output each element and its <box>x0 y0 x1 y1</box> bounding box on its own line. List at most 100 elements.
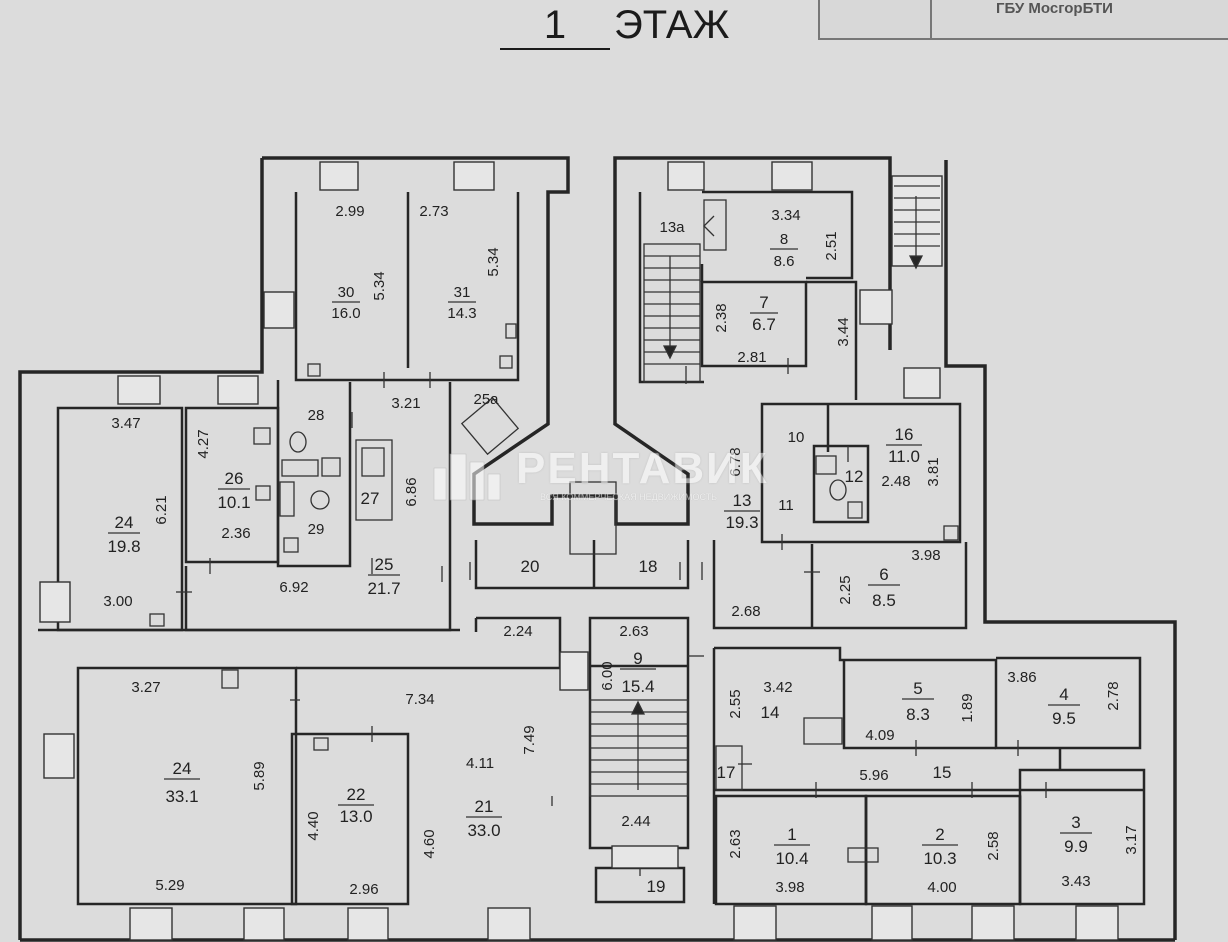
dim: 2.25 <box>837 575 854 604</box>
room-26-area: 10.1 <box>217 493 250 512</box>
room-24-large-area: 33.1 <box>165 787 198 806</box>
dim: 6.21 <box>153 495 170 524</box>
dim: 4.60 <box>421 829 438 858</box>
room-13a-number: 13а <box>659 219 685 236</box>
dim: 2.38 <box>713 303 730 332</box>
watermark-name: РЕНТАВИК <box>516 444 769 493</box>
room-24-number: 24 <box>115 513 134 532</box>
room-6-number: 6 <box>879 565 888 584</box>
room-21-number: 21 <box>475 797 494 816</box>
dim: 3.00 <box>103 593 132 610</box>
windows <box>39 161 1119 941</box>
room-25-number: 25 <box>375 555 394 574</box>
room-16-area: 11.0 <box>888 447 920 466</box>
fixtures <box>149 199 959 863</box>
dim: 5.89 <box>251 761 268 790</box>
room-20-number: 20 <box>521 557 540 576</box>
dim: 4.40 <box>305 811 322 840</box>
room-18-number: 18 <box>639 557 658 576</box>
dim: 2.63 <box>727 829 744 858</box>
dim: 2.68 <box>731 603 760 620</box>
dim: 2.58 <box>985 831 1002 860</box>
dim: 3.86 <box>1007 669 1036 686</box>
room-19-number: 19 <box>647 877 666 896</box>
dim: 2.48 <box>881 473 910 490</box>
room-28-number: 28 <box>308 407 325 424</box>
room-24-area: 19.8 <box>107 537 140 556</box>
room-11-number: 11 <box>778 497 794 514</box>
room-22-number: 22 <box>347 785 366 804</box>
room-9-number: 9 <box>633 649 642 668</box>
building-logo-icon <box>433 453 501 501</box>
dim: 3.21 <box>391 395 420 412</box>
outer-walls <box>18 156 1177 942</box>
room-25a-number: 25а <box>473 391 499 408</box>
dim: 2.63 <box>619 623 648 640</box>
dim: 3.17 <box>1123 825 1140 854</box>
dim: 3.81 <box>925 457 942 486</box>
dim: 5.34 <box>371 271 388 300</box>
dim: 2.73 <box>419 203 448 220</box>
dim: 3.98 <box>775 879 804 896</box>
room-2-number: 2 <box>935 825 944 844</box>
dim: 3.44 <box>835 317 852 346</box>
dim: 5.29 <box>155 877 184 894</box>
dim: 6.78 <box>727 447 744 476</box>
room-1-area: 10.4 <box>775 849 808 868</box>
room-25-area: 21.7 <box>367 579 400 598</box>
dim: 2.36 <box>221 525 250 542</box>
room-1-number: 1 <box>787 825 796 844</box>
dim: 3.27 <box>131 679 160 696</box>
room-31-area: 14.3 <box>447 305 476 322</box>
dim: 1.89 <box>959 693 976 722</box>
room-8-number: 8 <box>780 231 788 248</box>
room-30-number: 30 <box>338 284 355 301</box>
dim: 4.00 <box>927 879 956 896</box>
room-22-area: 13.0 <box>339 807 372 826</box>
room-3-area: 9.9 <box>1064 837 1088 856</box>
dim: 2.55 <box>727 689 744 718</box>
dim: 6.92 <box>279 579 308 596</box>
room-3-number: 3 <box>1071 813 1080 832</box>
dim: 3.98 <box>911 547 940 564</box>
dim: 2.51 <box>823 231 840 260</box>
stamp-org: ГБУ МосгорБТИ <box>996 0 1113 17</box>
room-31-number: 31 <box>454 284 471 301</box>
room-13-area: 19.3 <box>725 513 758 532</box>
room-labels: 30 16.0 31 14.3 8 8.6 7 6.7 13а 28 25а 2… <box>107 219 1092 896</box>
room-10-number: 10 <box>788 429 805 446</box>
stairs <box>569 185 940 797</box>
room-4-area: 9.5 <box>1052 709 1076 728</box>
room-30-area: 16.0 <box>331 305 360 322</box>
dim: 2.78 <box>1105 681 1122 710</box>
dim: 3.43 <box>1061 873 1090 890</box>
room-7-number: 7 <box>759 293 768 312</box>
room-12-number: 12 <box>845 467 864 486</box>
dim: 5.96 <box>859 767 888 784</box>
dim: 5.34 <box>485 247 502 276</box>
room-5-area: 8.3 <box>906 705 930 724</box>
dim: 2.24 <box>503 623 532 640</box>
dim: 2.44 <box>621 813 650 830</box>
room-13-number: 13 <box>733 491 752 510</box>
dim: 7.34 <box>405 691 434 708</box>
room-8-area: 8.6 <box>774 253 795 270</box>
room-14-number: 14 <box>761 703 780 722</box>
room-21-area: 33.0 <box>467 821 500 840</box>
dim: 4.27 <box>195 429 212 458</box>
floor-label: ЭТАЖ <box>614 3 730 47</box>
room-7-area: 6.7 <box>752 315 776 334</box>
room-17-number: 17 <box>717 763 736 782</box>
dim: 6.86 <box>403 477 420 506</box>
stamp-box <box>818 0 1228 40</box>
room-27-number: 27 <box>361 489 380 508</box>
dim: 7.49 <box>521 725 538 754</box>
watermark: РЕНТАВИК ВСЯ КОММЕРЧЕСКАЯ НЕДВИЖИМОСТЬ <box>430 440 810 510</box>
dim: 3.42 <box>763 679 792 696</box>
stamp-divider <box>930 0 932 38</box>
dim: 2.99 <box>335 203 364 220</box>
room-6-area: 8.5 <box>872 591 896 610</box>
dimensions: 2.99 5.34 2.73 5.34 3.34 2.51 2.38 2.81 … <box>103 203 1140 898</box>
room-4-number: 4 <box>1059 685 1068 704</box>
